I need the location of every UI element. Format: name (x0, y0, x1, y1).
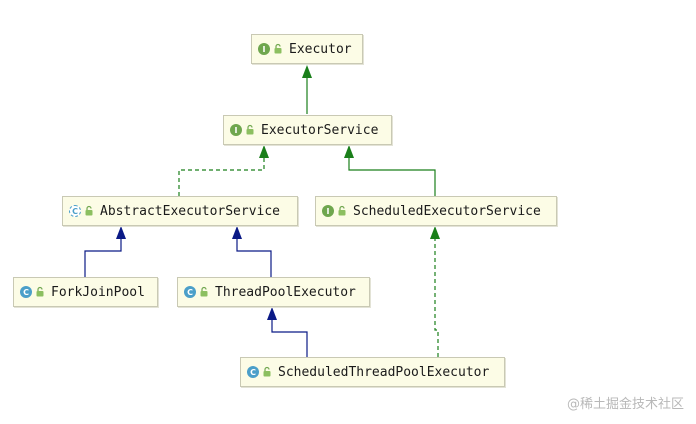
edge-threadpoolexecutor-abstractexecutorservice (232, 226, 272, 277)
edge-abstractexecutorservice-executorservice (178, 145, 269, 196)
class-icon: C (247, 366, 259, 378)
edge-scheduledthreadpoolexecutor-scheduledexecutorservice (430, 226, 440, 357)
edge-scheduledthreadpoolexecutor-threadpoolexecutor (267, 307, 308, 357)
node-scheduled-executor-service[interactable]: I ScheduledExecutorService (315, 196, 557, 226)
node-scheduled-thread-pool-executor[interactable]: C ScheduledThreadPoolExecutor (240, 357, 505, 387)
node-label: ExecutorService (261, 122, 379, 138)
node-executor-service[interactable]: I ExecutorService (223, 115, 392, 145)
edge-scheduledexecutorservice-executorservice (344, 145, 436, 196)
edge-forkjoinpool-abstractexecutorservice (84, 226, 126, 277)
node-fork-join-pool[interactable]: C ForkJoinPool (13, 277, 158, 307)
lock-icon (200, 286, 208, 297)
node-label: ScheduledExecutorService (353, 203, 541, 219)
node-label: AbstractExecutorService (100, 203, 281, 219)
lock-icon (85, 205, 93, 216)
node-label: ScheduledThreadPoolExecutor (278, 364, 490, 380)
node-label: ThreadPoolExecutor (215, 284, 356, 300)
node-label: Executor (289, 41, 352, 57)
abstract-class-icon: C (69, 205, 81, 217)
node-abstract-executor-service[interactable]: C AbstractExecutorService (62, 196, 298, 226)
interface-icon: I (258, 43, 270, 55)
node-executor[interactable]: I Executor (251, 34, 363, 64)
lock-icon (274, 43, 282, 54)
watermark: @稀土掘金技术社区 (566, 397, 684, 412)
lock-icon (36, 286, 44, 297)
node-thread-pool-executor[interactable]: C ThreadPoolExecutor (177, 277, 370, 307)
lock-icon (338, 205, 346, 216)
lock-icon (246, 124, 254, 135)
node-label: ForkJoinPool (51, 284, 145, 300)
lock-icon (263, 366, 271, 377)
class-icon: C (20, 286, 32, 298)
interface-icon: I (230, 124, 242, 136)
class-icon: C (184, 286, 196, 298)
interface-icon: I (322, 205, 334, 217)
edge-executorservice-executor (302, 65, 312, 114)
